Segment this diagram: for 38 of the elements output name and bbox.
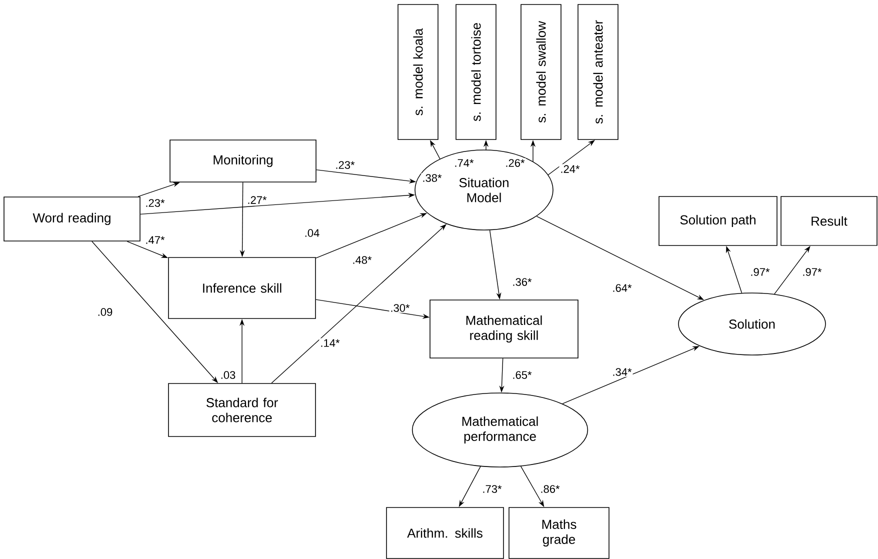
arrow <box>548 140 595 176</box>
box-node: Solution path <box>658 196 778 246</box>
box-node: Maths grade <box>508 507 610 559</box>
box-node: Mathematical reading skill <box>430 300 578 358</box>
edge-label: .23* <box>334 160 356 170</box>
edge-label: .74* <box>453 158 475 168</box>
box-node: Monitoring <box>170 140 316 182</box>
box-node: Inference skill <box>168 257 316 319</box>
ellipse-node: Mathematical performance <box>412 392 588 468</box>
edge-label: .14* <box>319 338 341 348</box>
box-node: Standard for coherence <box>168 383 316 437</box>
ellipse-node: Solution <box>678 292 826 356</box>
edge-label: .65* <box>511 370 533 380</box>
edge-label: .03 <box>219 370 237 380</box>
box-node: s. model anteater <box>578 4 618 140</box>
box-node: s. model koala <box>398 4 438 140</box>
edge-label: .86* <box>539 484 561 494</box>
edge-label: .97* <box>749 267 771 277</box>
edge-label: .73* <box>481 484 503 494</box>
edge-label: .24* <box>559 164 581 174</box>
box-node: Result <box>780 196 878 246</box>
edge-label: .47* <box>144 235 166 245</box>
edge-label: .34* <box>611 367 633 377</box>
box-node: Word reading <box>4 196 140 242</box>
box-node: s. model swallow <box>520 4 562 140</box>
edge-label: .30* <box>389 303 411 313</box>
edge-label: .48* <box>351 255 373 265</box>
box-node: s. model tortoise <box>456 4 496 140</box>
edge-label: .09 <box>96 307 114 317</box>
edge-label: .38* <box>421 173 443 183</box>
edge-label: .23* <box>144 198 166 208</box>
edge-label: .97* <box>801 267 823 277</box>
edge-label: .64* <box>611 283 633 293</box>
edge-label: .36* <box>511 277 533 287</box>
box-node: Arithm. skills <box>386 507 504 559</box>
edge-label: .26* <box>504 158 526 168</box>
edge-label: .27* <box>246 195 268 205</box>
edge-label: .04 <box>303 228 321 238</box>
